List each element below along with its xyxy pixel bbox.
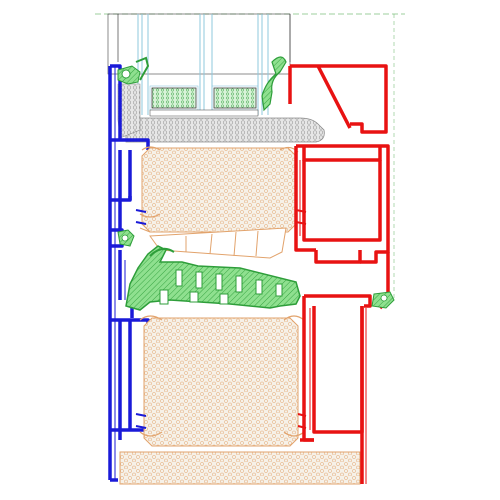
thermal-break-lips — [295, 209, 307, 429]
glazing-bead — [117, 56, 150, 247]
inner-glazing-gasket — [261, 56, 287, 112]
thermal-break-upper — [139, 146, 299, 233]
inner-aluminium-profile — [288, 64, 390, 484]
green-gasket-middle — [125, 245, 301, 311]
glazing-unit — [107, 13, 291, 117]
inner-profile-thin-lines — [299, 160, 367, 484]
left-seal-pad — [117, 83, 141, 139]
top-seal-strip — [125, 117, 325, 143]
right-clip-seal — [371, 291, 395, 309]
thermal-break-lips-left — [135, 209, 147, 429]
outer-aluminium-profile — [108, 64, 150, 482]
thermal-break-lower — [139, 315, 305, 447]
outer-profile-thin-lines — [114, 66, 126, 480]
bottom-seal-pad — [119, 451, 361, 485]
